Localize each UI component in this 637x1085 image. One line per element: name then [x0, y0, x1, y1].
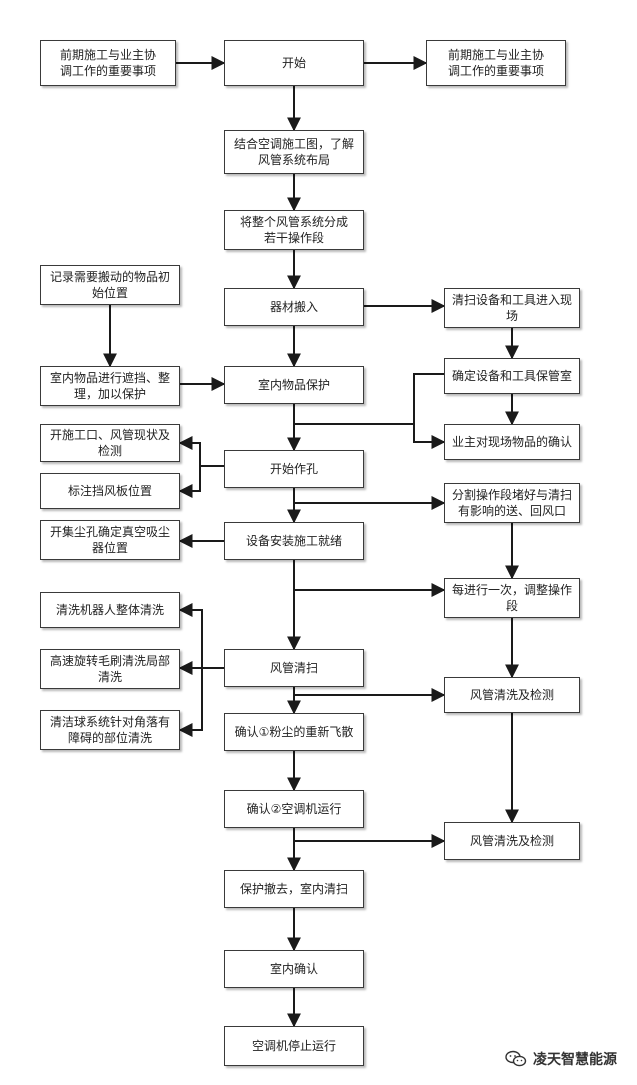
node-ball-clean: 清洁球系统针对角落有 障碍的部位清洗: [40, 710, 180, 750]
node-clean-detect-2: 风管清洗及检测: [444, 822, 580, 860]
node-indoor-confirm: 室内确认: [224, 950, 364, 988]
node-confirm-dust: 确认①粉尘的重新飞散: [224, 713, 364, 751]
node-adjust-section: 每进行一次，调整操作 段: [444, 578, 580, 618]
node-protect-items: 室内物品保护: [224, 366, 364, 404]
connector-30: [178, 668, 203, 737]
watermark-text: 凌天智慧能源: [533, 1052, 617, 1068]
node-robot-clean: 清洗机器人整体清洗: [40, 592, 180, 628]
node-dust-hole: 开集尘孔确定真空吸尘 器位置: [40, 520, 180, 560]
connector-21: [178, 436, 224, 467]
watermark: 凌天智慧能源: [505, 1049, 617, 1069]
connector-28: [178, 603, 224, 669]
node-remove-protection: 保护撤去，室内清扫: [224, 870, 364, 908]
node-cover-items: 室内物品进行遮挡、整 理，加以保护: [40, 366, 180, 406]
node-clean-detect-1: 风管清洗及检测: [444, 677, 580, 713]
node-owner-confirm: 业主对现场物品的确认: [444, 424, 580, 460]
wechat-icon: [505, 1050, 527, 1067]
node-start: 开始: [224, 40, 364, 86]
node-equipment-ready: 设备安装施工就绪: [224, 522, 364, 560]
connector-19: [413, 373, 446, 449]
node-ac-stop: 空调机停止运行: [224, 1026, 364, 1066]
node-tool-storage-room: 确定设备和工具保管室: [444, 358, 580, 394]
node-mark-damper: 标注挡风板位置: [40, 473, 180, 509]
node-right-preliminary: 前期施工与业主协 调工作的重要事项: [426, 40, 566, 86]
node-seal-outlets: 分割操作段堵好与清扫 有影响的送、回风口: [444, 483, 580, 523]
node-duct-clean: 风管清扫: [224, 649, 364, 687]
node-left-preliminary: 前期施工与业主协 调工作的重要事项: [40, 40, 176, 86]
connector-20: [293, 423, 414, 432]
connector-22: [178, 466, 201, 498]
node-equipment-move-in: 器材搬入: [224, 288, 364, 326]
node-start-drilling: 开始作孔: [224, 450, 364, 488]
node-split-sections: 将整个风管系统分成 若干操作段: [224, 210, 364, 250]
node-brush-clean: 高速旋转毛刷清洗局部 清洗: [40, 649, 180, 689]
node-open-inspect: 开施工口、风管现状及 检测: [40, 424, 180, 462]
node-combine-drawings: 结合空调施工图，了解 风管系统布局: [224, 130, 364, 174]
node-record-positions: 记录需要搬动的物品初 始位置: [40, 265, 180, 305]
node-tools-enter-site: 清扫设备和工具进入现 场: [444, 288, 580, 328]
node-confirm-ac: 确认②空调机运行: [224, 790, 364, 828]
